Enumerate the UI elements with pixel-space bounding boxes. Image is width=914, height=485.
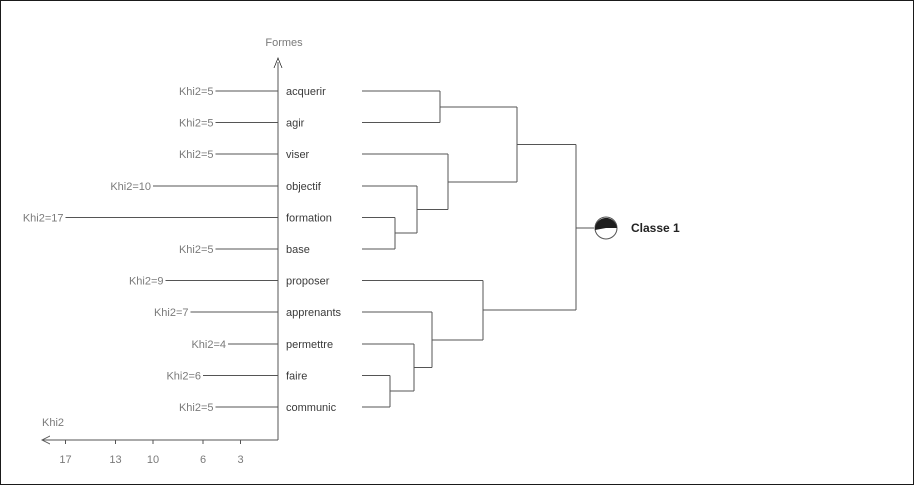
khi2-label: Khi2=17 (23, 212, 64, 224)
pie-icon (594, 216, 618, 240)
axis-ticks: 17 13 10 6 3 (59, 440, 244, 466)
khi2-label: Khi2=4 (191, 339, 226, 351)
khi2-label: Khi2=6 (166, 370, 201, 382)
form-word: proposer (286, 276, 330, 288)
form-row: Khi2=5 base (179, 244, 364, 256)
form-row: Khi2=5 communic (179, 402, 364, 414)
class-marker: Classe 1 (576, 216, 680, 240)
class-label: Classe 1 (631, 221, 680, 235)
form-word: agir (286, 118, 305, 130)
form-word: apprenants (286, 307, 342, 319)
form-word: objectif (286, 181, 322, 193)
form-word: base (286, 244, 310, 256)
form-row: Khi2=7 apprenants (154, 307, 364, 319)
horizontal-axis-label: Khi2 (42, 417, 64, 429)
axis-tick-label: 10 (147, 454, 159, 466)
axis-tick-label: 13 (109, 454, 121, 466)
form-row: Khi2=10 objectif (110, 181, 364, 193)
form-row: Khi2=17 formation (23, 212, 364, 224)
axis-tick-label: 3 (237, 454, 243, 466)
khi2-label: Khi2=10 (110, 181, 151, 193)
form-row: Khi2=5 agir (179, 118, 364, 130)
khi2-label: Khi2=5 (179, 118, 214, 130)
form-word: permettre (286, 339, 333, 351)
khi2-label: Khi2=5 (179, 86, 214, 98)
form-word: viser (286, 149, 310, 161)
form-word: communic (286, 402, 337, 414)
form-word: faire (286, 370, 307, 382)
vertical-axis-label: Formes (265, 37, 303, 49)
axis-tick-label: 6 (200, 454, 206, 466)
khi2-label: Khi2=9 (129, 276, 164, 288)
khi2-label: Khi2=5 (179, 149, 214, 161)
form-row: Khi2=9 proposer (129, 276, 364, 288)
dendrogram-branches (364, 90, 577, 408)
form-row: Khi2=5 acquerir (179, 86, 364, 98)
horizontal-axis-arrow-icon (40, 435, 51, 445)
form-word: formation (286, 212, 332, 224)
axis-tick-label: 17 (59, 454, 71, 466)
khi2-label: Khi2=7 (154, 307, 189, 319)
form-word: acquerir (286, 86, 326, 98)
khi2-label: Khi2=5 (179, 244, 214, 256)
khi2-label: Khi2=5 (179, 402, 214, 414)
form-row: Khi2=4 permettre (191, 339, 364, 351)
form-row: Khi2=6 faire (166, 370, 364, 382)
form-row: Khi2=5 viser (179, 149, 364, 161)
vertical-axis-arrow-icon (273, 56, 283, 69)
